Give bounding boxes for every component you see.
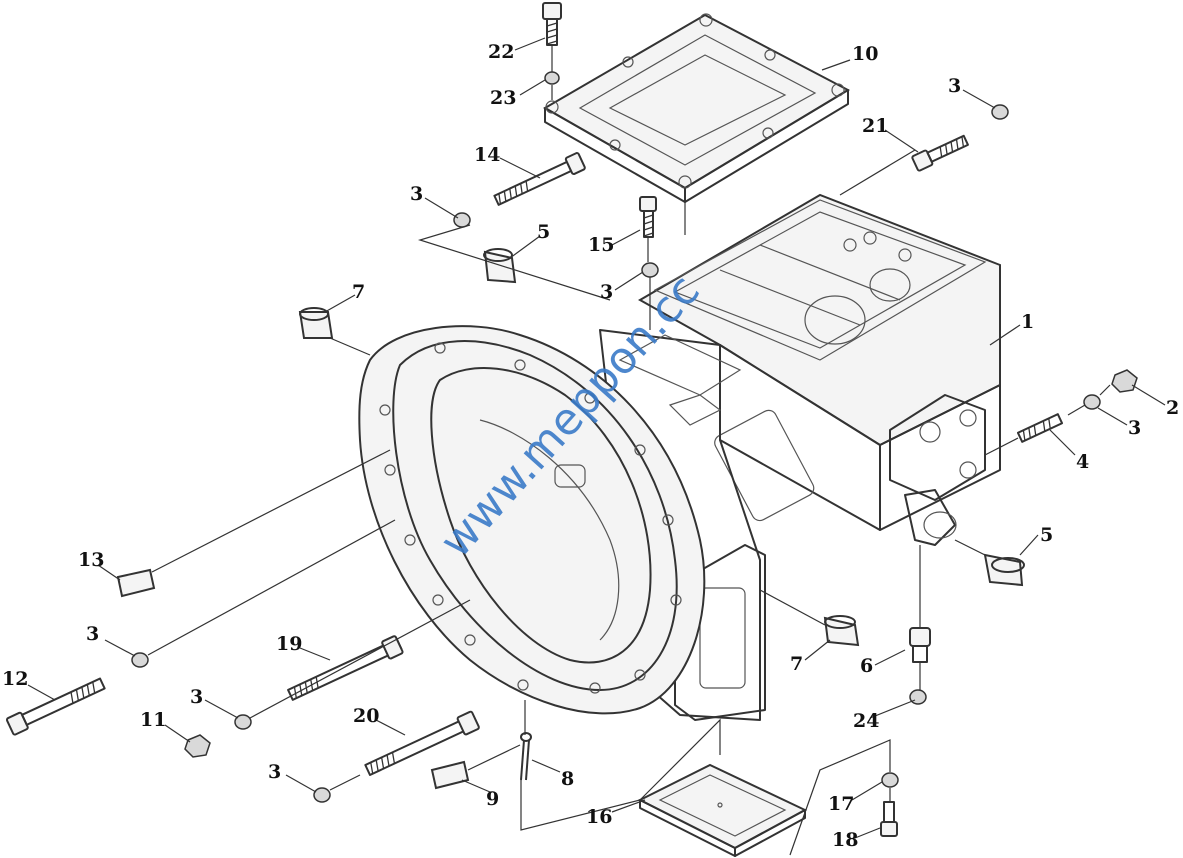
pin-8 (520, 732, 532, 781)
callout-6: 6 (860, 655, 873, 677)
callout-14: 14 (474, 144, 500, 166)
washer-3-top (991, 104, 1009, 120)
washer-17 (881, 772, 899, 788)
bolt-22 (542, 2, 562, 46)
pin-9 (430, 760, 470, 790)
callout-9: 9 (486, 788, 499, 810)
transmission-housing (599, 193, 1001, 721)
washer-3-b (641, 262, 659, 278)
callout-3-d: 3 (86, 623, 99, 645)
callout-13: 13 (78, 549, 104, 571)
callout-19: 19 (276, 633, 302, 655)
bottom-cover (637, 763, 808, 857)
callout-2: 2 (1166, 397, 1179, 419)
washer-3-c (1083, 394, 1101, 410)
bushing-5-right (983, 553, 1025, 587)
washer-23 (544, 71, 560, 85)
callout-3-a: 3 (410, 183, 423, 205)
assembly-lines (147, 45, 1111, 856)
bolt-12 (5, 677, 106, 736)
callout-3-b: 3 (600, 281, 613, 303)
stud-19 (287, 635, 404, 701)
callout-20: 20 (353, 705, 379, 727)
callout-24: 24 (853, 710, 879, 732)
callout-12: 12 (2, 668, 28, 690)
callout-3-f: 3 (268, 761, 281, 783)
washer-3-e (234, 714, 252, 730)
fitting-6 (909, 627, 931, 663)
callout-22: 22 (488, 41, 514, 63)
callout-7-top: 7 (352, 281, 365, 303)
bolt-18 (880, 801, 898, 837)
bushing-7-bottom (823, 615, 860, 647)
stud-4 (1016, 413, 1064, 443)
washer-24 (909, 689, 927, 705)
bushing-5-top (483, 248, 517, 284)
callout-labels: 22 23 10 3 21 14 3 5 15 3 7 1 2 3 4 5 6 … (2, 41, 1179, 851)
callout-3-e: 3 (190, 686, 203, 708)
callout-16: 16 (586, 806, 612, 828)
top-cover (542, 13, 851, 203)
bolt-20 (364, 710, 480, 776)
washer-3-a (453, 212, 471, 228)
callout-4: 4 (1076, 451, 1089, 473)
callout-21: 21 (862, 115, 888, 137)
callout-15: 15 (588, 234, 614, 256)
bolt-21 (911, 134, 969, 172)
callout-5-top: 5 (537, 221, 550, 243)
callout-8: 8 (561, 768, 574, 790)
bushing-7-top (298, 307, 334, 339)
bolt-15 (639, 196, 657, 238)
callout-5-right: 5 (1040, 524, 1053, 546)
nut-2 (1111, 369, 1138, 393)
bolt-14 (493, 152, 586, 206)
callout-11: 11 (140, 709, 166, 731)
washer-3-f (313, 787, 331, 803)
callout-7-bottom: 7 (790, 653, 803, 675)
callout-17: 17 (828, 793, 854, 815)
callout-3-top: 3 (948, 75, 961, 97)
pin-13 (116, 568, 156, 598)
callout-18: 18 (832, 829, 858, 851)
bell-housing (358, 325, 706, 715)
nut-11 (184, 734, 211, 758)
callout-10: 10 (852, 43, 878, 65)
callout-leaders (27, 37, 1166, 839)
washer-3-d (131, 652, 149, 668)
callout-23: 23 (490, 87, 516, 109)
callout-3-c: 3 (1128, 417, 1141, 439)
callout-1: 1 (1021, 311, 1034, 333)
